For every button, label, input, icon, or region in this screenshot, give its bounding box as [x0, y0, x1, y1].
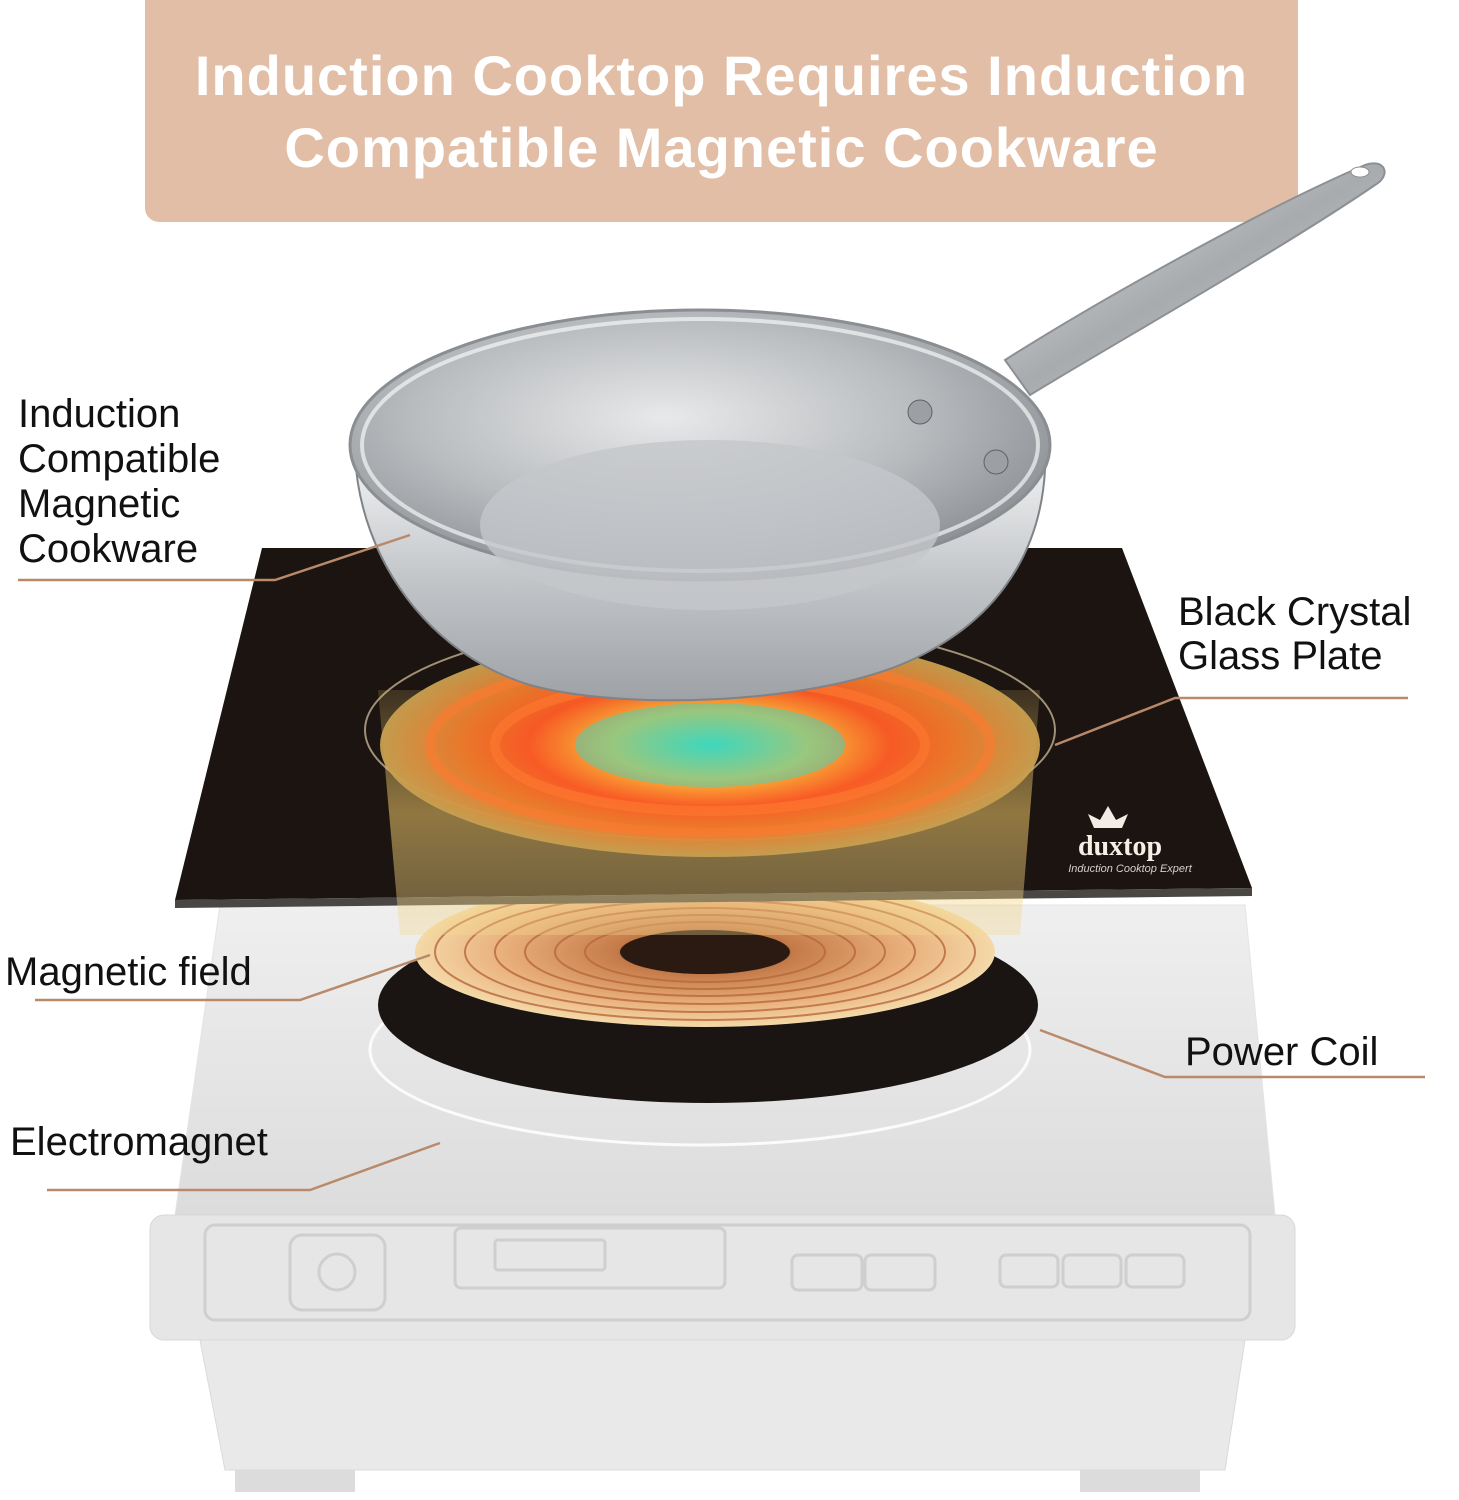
leader-power-coil: [1039, 1028, 1425, 1079]
leader-cookware: [18, 533, 411, 582]
control-panel: [203, 1223, 1252, 1322]
label-cookware-line-1: Induction: [18, 392, 181, 436]
frying-pan: [348, 162, 1386, 702]
label-glass-plate-line-1: Black Crystal: [1178, 590, 1412, 634]
label-cookware: Induction Compatible Magnetic Cookware: [18, 392, 220, 572]
label-cookware-line-2: Compatible: [18, 437, 221, 481]
brand-tagline: Induction Cooktop Expert: [1068, 863, 1192, 875]
label-power-coil: Power Coil: [1185, 1030, 1379, 1074]
label-glass-plate-line-2: Glass Plate: [1178, 634, 1383, 678]
label-cookware-line-3: Magnetic: [18, 482, 181, 526]
banner-title-line-2: Compatible Magnetic Cookware: [284, 116, 1159, 179]
label-cookware-line-4: Cookware: [18, 527, 199, 571]
brand-mark: duxtop Induction Cooktop Expert: [1068, 806, 1193, 875]
leader-glass-plate: [1054, 696, 1408, 747]
leader-magnetic-field: [35, 953, 431, 1002]
brand-logo-text: duxtop: [1078, 831, 1162, 862]
leader-electromagnet: [47, 1141, 441, 1192]
label-glass-plate: Black Crystal Glass Plate: [1178, 590, 1411, 678]
banner-title: Induction Cooktop Requires Induction Com…: [145, 40, 1298, 184]
title-banner: Induction Cooktop Requires Induction Com…: [145, 0, 1298, 222]
leader-lines: [18, 533, 1425, 1192]
label-magnetic-field: Magnetic field: [5, 950, 252, 994]
banner-title-line-1: Induction Cooktop Requires Induction: [194, 44, 1249, 107]
label-electromagnet: Electromagnet: [10, 1120, 268, 1164]
